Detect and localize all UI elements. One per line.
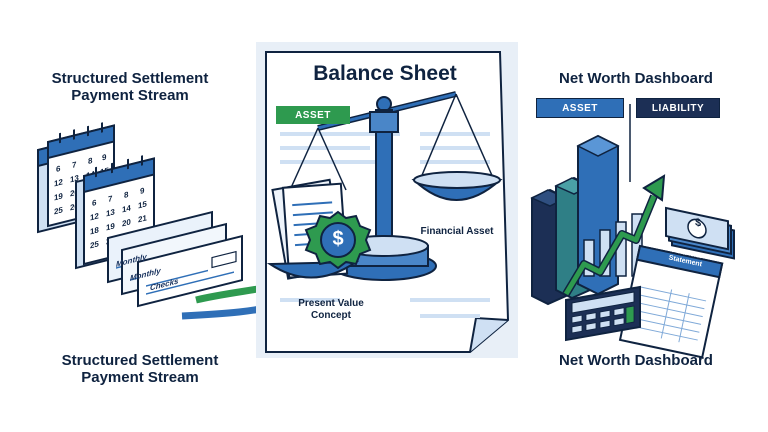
present-value-line1: Present Value: [298, 298, 364, 309]
svg-text:26: 26: [70, 201, 79, 212]
svg-text:19: 19: [54, 191, 63, 202]
financial-statement-icon: [618, 244, 724, 359]
dollar-seal-icon: [304, 210, 372, 270]
right-liability-tag: LIABILITY: [636, 98, 720, 118]
calculator-icon: [565, 285, 641, 342]
svg-text:15: 15: [138, 199, 147, 210]
svg-text:21: 21: [138, 213, 147, 224]
right-title-top: Net Worth Dashboard: [559, 70, 713, 87]
growth-arrow-icon: [562, 174, 666, 297]
svg-text:13: 13: [70, 173, 79, 184]
balance-sheet-title: Balance Sheet: [313, 62, 457, 85]
svg-text:12: 12: [54, 177, 63, 188]
svg-text:6: 6: [92, 198, 97, 208]
present-value-line2: Concept: [311, 309, 351, 321]
svg-text:6: 6: [56, 164, 61, 174]
left-title-top: Structured Settlement Payment Stream: [30, 70, 230, 105]
left-title-bottom-line2: Payment Stream: [81, 369, 199, 387]
svg-text:8: 8: [124, 190, 129, 200]
svg-text:18: 18: [90, 225, 99, 236]
financial-asset-label: Financial Asset: [420, 226, 494, 237]
svg-text:25: 25: [90, 239, 99, 250]
checks-stack-icon: [107, 210, 243, 308]
center-asset-tag: ASSET: [276, 106, 350, 124]
svg-text:7: 7: [108, 194, 113, 204]
svg-text:9: 9: [102, 152, 107, 162]
svg-text:19: 19: [106, 221, 115, 232]
svg-text:13: 13: [106, 207, 115, 218]
right-asset-tag: ASSET: [536, 98, 624, 118]
present-value-label: Present Value Concept: [286, 298, 376, 321]
coin-dollar-symbol: $: [332, 228, 344, 250]
svg-text:7: 7: [72, 160, 77, 170]
svg-text:14: 14: [122, 203, 131, 214]
svg-text:8: 8: [88, 156, 93, 166]
bar-chart-icon: [530, 134, 643, 306]
svg-text:20: 20: [70, 187, 79, 198]
svg-text:20: 20: [122, 217, 131, 228]
left-title-bottom-line1: Structured Settlement: [61, 352, 219, 369]
svg-text:9: 9: [140, 186, 145, 196]
svg-text:12: 12: [90, 211, 99, 222]
right-title-bottom: Net Worth Dashboard: [559, 352, 713, 369]
money-bills-icon: [665, 206, 735, 260]
svg-text:25: 25: [54, 205, 63, 216]
left-title-bottom: Structured Settlement Payment Stream: [40, 352, 240, 387]
left-title-top-line2: Payment Stream: [71, 87, 189, 105]
left-title-top-line1: Structured Settlement: [51, 70, 209, 87]
